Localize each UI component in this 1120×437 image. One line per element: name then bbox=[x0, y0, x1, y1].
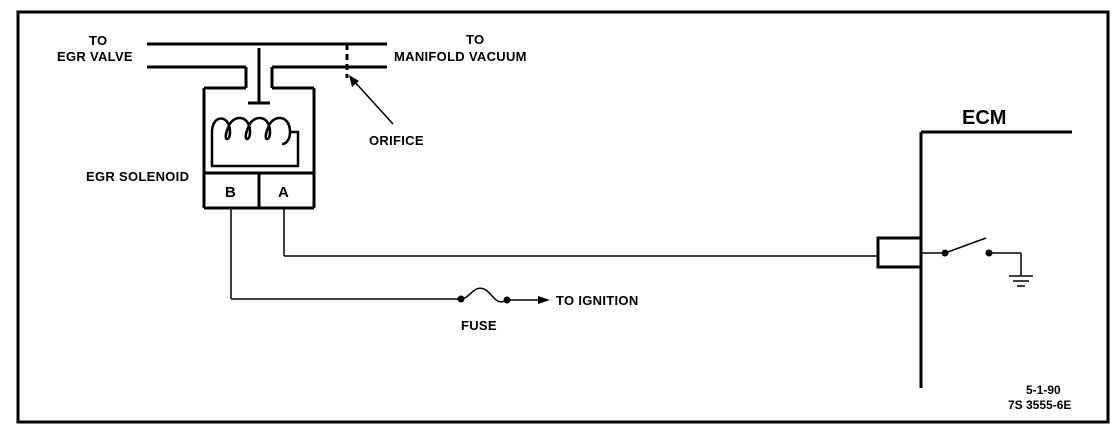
diagram-border bbox=[16, 10, 1110, 424]
solenoid-coil bbox=[210, 116, 300, 168]
to-egr-valve-label-line1: TO bbox=[89, 33, 107, 48]
ecm-label: ECM bbox=[962, 107, 1006, 129]
to-manifold-vacuum-label-line2: MANIFOLD VACUUM bbox=[394, 49, 527, 64]
pin-a-label: A bbox=[278, 184, 289, 201]
to-manifold-vacuum-label-line1: TO bbox=[466, 32, 484, 47]
wire-pin-b-to-fuse bbox=[230, 208, 461, 300]
ecm-module-outline bbox=[876, 130, 1072, 388]
diagram-date: 5-1-90 bbox=[1026, 383, 1061, 397]
orifice-pointer-arrow bbox=[349, 75, 394, 125]
to-egr-valve-label-line2: EGR VALVE bbox=[57, 49, 133, 64]
egr-solenoid-body bbox=[202, 48, 316, 210]
fuse-label: FUSE bbox=[461, 318, 497, 333]
egr-solenoid-label: EGR SOLENOID bbox=[86, 169, 189, 184]
ground-icon bbox=[1009, 275, 1033, 287]
to-ignition-label: TO IGNITION bbox=[556, 293, 639, 308]
diagram-reference-number: 7S 3555-6E bbox=[1008, 398, 1071, 412]
wire-pin-a-to-ecm bbox=[283, 208, 878, 257]
orifice-label: ORIFICE bbox=[369, 133, 424, 148]
fuse-symbol bbox=[457, 287, 550, 304]
ecm-driver-switch bbox=[921, 237, 1022, 276]
pin-b-label: B bbox=[225, 184, 236, 201]
